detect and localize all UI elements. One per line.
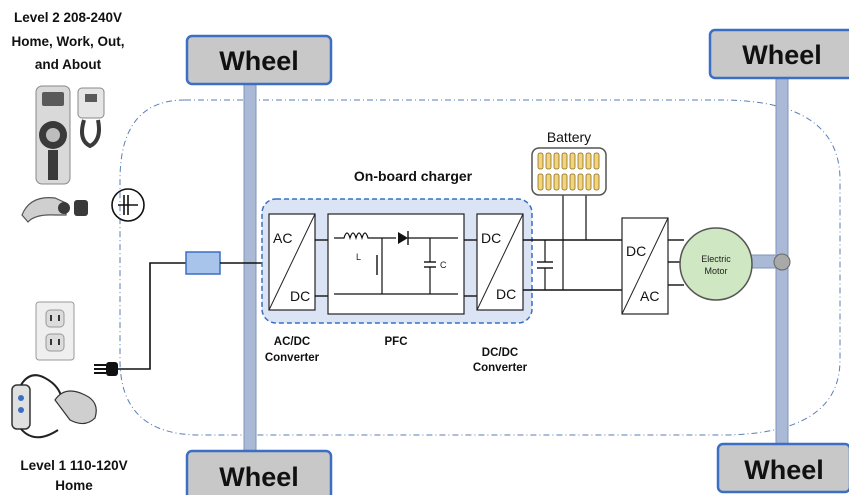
inverter-dc-label: DC [626, 243, 646, 259]
dcdc-dc-top-label: DC [481, 230, 501, 246]
wheel-bottom-left-label: Wheel [219, 462, 299, 492]
pfc-inductor-label: L [356, 252, 361, 262]
acdc-converter-block: AC DC [268, 213, 316, 311]
dcdc-converter-block: DC DC [476, 213, 524, 311]
charge-inlet-connector [185, 251, 221, 275]
level2-line3: and About [35, 57, 102, 72]
level2-plug-icon [21, 197, 88, 223]
wheel-top-left-label: Wheel [219, 46, 299, 76]
dc-link-capacitor [537, 240, 553, 290]
ac-plug-icon [94, 362, 118, 376]
motor-label-line2: Motor [704, 266, 727, 276]
charge-cable [118, 262, 186, 370]
wall-outlet-icon [35, 301, 75, 361]
dcdc-dc-bottom-label: DC [496, 286, 516, 302]
pfc-block: L C [327, 213, 465, 315]
drive-hub [773, 253, 791, 271]
wheel-bottom-left: Wheel [185, 449, 333, 495]
battery-label: Battery [547, 129, 591, 145]
pfc-capacitor-label: C [440, 260, 447, 270]
wheel-top-left: Wheel [185, 34, 333, 86]
ground-symbol-icon [111, 188, 145, 222]
level2-line2: Home, Work, Out, [11, 34, 124, 49]
acdc-ac-label: AC [273, 230, 292, 246]
dcdc-caption-line1: DC/DC [482, 347, 518, 359]
inverter-ac-label: AC [640, 288, 659, 304]
inverter-block: DC AC [621, 217, 669, 315]
level1-line2: Home [55, 478, 93, 493]
motor-label-line1: Electric [701, 254, 731, 264]
acdc-dc-label: DC [290, 288, 310, 304]
wheel-bottom-right: Wheel [716, 442, 849, 494]
battery-icon [531, 147, 607, 196]
level1-line1: Level 1 110-120V [20, 458, 127, 473]
dcdc-caption-line2: Converter [473, 362, 528, 374]
acdc-caption-line1: AC/DC [274, 336, 310, 348]
level2-charger-station-icon [35, 85, 71, 185]
electric-motor: Electric Motor [679, 227, 753, 301]
level2-wallbox-icon [77, 87, 105, 149]
level1-evse-cord-icon [11, 374, 97, 439]
acdc-caption-line2: Converter [265, 352, 320, 364]
onboard-charger-title: On-board charger [354, 168, 473, 184]
level2-line1: Level 2 208-240V [14, 10, 122, 25]
wheel-top-right: Wheel [708, 28, 849, 80]
left-axle [243, 69, 257, 461]
wheel-top-right-label: Wheel [742, 40, 822, 70]
pfc-caption: PFC [385, 336, 408, 348]
wheel-bottom-right-label: Wheel [744, 455, 824, 485]
